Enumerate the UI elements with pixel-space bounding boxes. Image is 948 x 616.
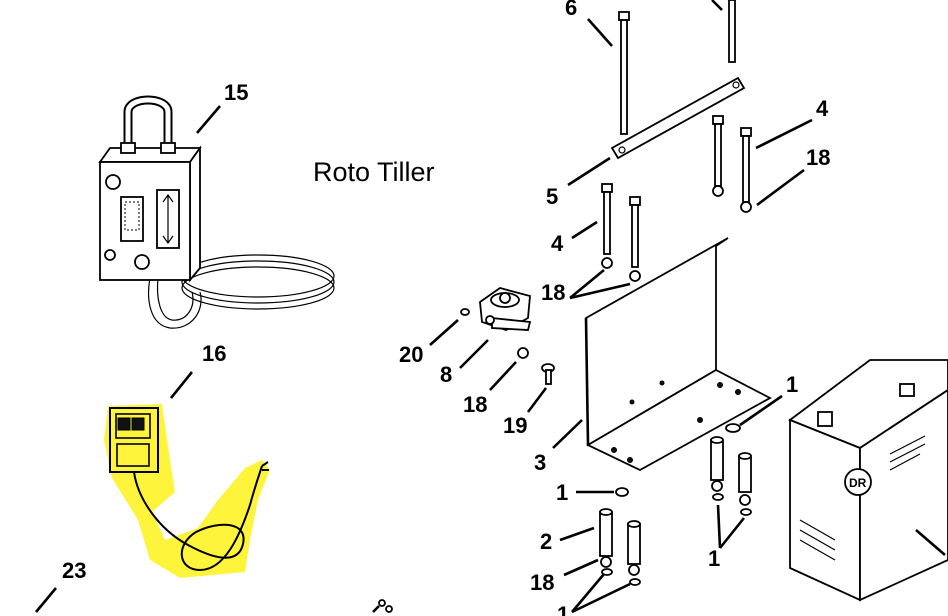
callout-8: 8 xyxy=(440,362,452,387)
part-19-screw xyxy=(541,363,555,385)
leader-5 xyxy=(567,156,611,187)
callout-2: 2 xyxy=(540,529,552,554)
leader-8 xyxy=(459,339,489,369)
leader-1-right xyxy=(739,394,783,427)
callout-19: 19 xyxy=(503,413,527,438)
svg-text:DR: DR xyxy=(849,476,867,490)
part-3-bracket xyxy=(584,237,772,472)
leader-1-bottom xyxy=(571,573,631,614)
leader-6 xyxy=(587,18,613,47)
part-6-long-bolts xyxy=(618,0,736,135)
callout-23: 23 xyxy=(62,558,86,583)
callout-1-bottom: 1 xyxy=(557,602,569,616)
callout-5: 5 xyxy=(546,184,558,209)
part-1-spacers-right xyxy=(710,423,752,516)
callout-1-center: 1 xyxy=(556,480,568,505)
callout-16: 16 xyxy=(202,341,226,366)
part-battery: DR xyxy=(788,359,948,602)
callout-18-mid: 18 xyxy=(541,280,565,305)
part-15-control-box xyxy=(98,95,335,329)
part-16-charger xyxy=(104,404,270,578)
leader-4-lower xyxy=(571,220,598,240)
callout-18-left: 18 xyxy=(463,392,487,417)
leader-19 xyxy=(526,387,548,413)
leader-18-bottom xyxy=(563,558,599,577)
callout-1-right: 1 xyxy=(786,372,798,397)
part-1-2-spacers-center xyxy=(599,487,641,586)
leader-4-upper xyxy=(755,118,813,150)
part-18-lockwasher xyxy=(517,347,529,359)
leader-23 xyxy=(35,587,57,613)
leader-2 xyxy=(559,526,595,542)
callout-4-upper: 4 xyxy=(816,96,829,121)
leader-3 xyxy=(552,419,583,449)
leader-16 xyxy=(169,371,194,399)
leader-1-lower xyxy=(716,504,746,549)
part-8-solenoid xyxy=(479,287,532,331)
callout-18-upper: 18 xyxy=(806,145,830,170)
callout-20: 20 xyxy=(399,342,423,367)
callout-3: 3 xyxy=(534,450,546,475)
leader-20 xyxy=(429,319,459,346)
leader-15 xyxy=(196,105,221,134)
callout-15: 15 xyxy=(224,80,248,105)
callout-4-lower: 4 xyxy=(551,231,564,256)
leader-18-upper xyxy=(756,168,805,207)
diagram-title: Roto Tiller xyxy=(313,157,435,187)
callout-6: 6 xyxy=(565,0,577,20)
part-small-hardware-bottom xyxy=(372,599,393,613)
callout-1-lower: 1 xyxy=(708,546,720,571)
part-4-bolts-upper xyxy=(712,115,752,213)
part-4-bolts-lower xyxy=(601,183,641,282)
part-5-strap xyxy=(610,76,746,160)
leader-18-left xyxy=(489,361,517,391)
leader-18-mid xyxy=(569,268,631,300)
part-20-washer xyxy=(460,308,470,316)
callout-18-bottom: 18 xyxy=(530,570,554,595)
